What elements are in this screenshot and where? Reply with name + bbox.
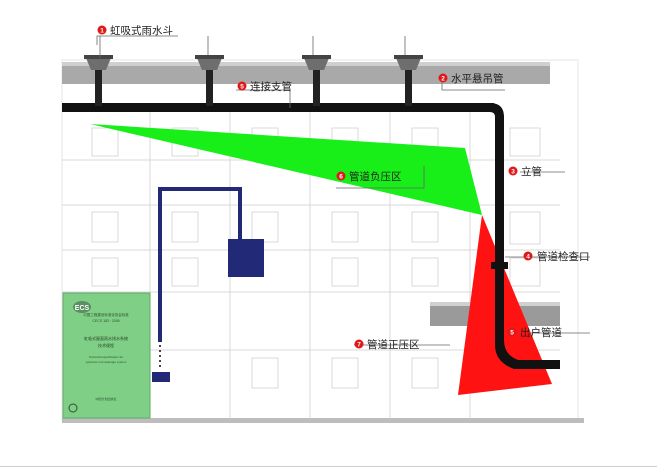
riser-pipe xyxy=(495,115,504,343)
positive-pressure-zone xyxy=(458,215,552,395)
book-title2: 技术规程 xyxy=(98,342,114,348)
svg-text:2: 2 xyxy=(441,75,445,82)
label-horizontal-pipe: 2 水平悬吊管 xyxy=(438,72,504,85)
label-connecting-branch: 5 连接支管 xyxy=(237,80,292,93)
connecting-branch-pipe xyxy=(405,68,412,106)
svg-text:连接支管: 连接支管 xyxy=(250,80,292,93)
tube-dotted-line xyxy=(159,345,161,367)
publisher-icon xyxy=(68,403,78,413)
standard-book-cover: ECS 中国工程建设标准化协会标准 CECS 183 : 2005 虹吸式屋面雨… xyxy=(62,292,151,419)
water-tank-tube xyxy=(152,187,264,382)
book-en2: syphonic roof drainage system xyxy=(86,360,127,364)
svg-text:6: 6 xyxy=(339,173,343,180)
label-positive-pressure-zone: 7 管道正压区 xyxy=(354,338,420,351)
svg-text:1: 1 xyxy=(100,27,104,34)
svg-text:5: 5 xyxy=(240,83,244,90)
inspection-port xyxy=(491,262,508,269)
svg-text:管道负压区: 管道负压区 xyxy=(349,170,402,183)
svg-text:4: 4 xyxy=(526,253,530,260)
book-publisher: 中国计划出版社 xyxy=(95,396,116,401)
leader-lines xyxy=(96,35,590,346)
page-divider xyxy=(0,466,657,467)
connecting-branch-pipe xyxy=(206,68,213,106)
floor-strip xyxy=(62,418,584,423)
top-elbow xyxy=(490,103,504,117)
label-negative-pressure-zone: 6 管道负压区 xyxy=(336,170,402,183)
label-riser: 3 立管 xyxy=(508,165,542,178)
book-en1: Technical specification for xyxy=(89,355,123,359)
book-line1: 中国工程建设标准化协会标准 xyxy=(83,312,129,317)
svg-text:管道检查口: 管道检查口 xyxy=(537,250,590,263)
siphonic-roof-drain xyxy=(302,55,331,70)
siphonic-roof-drain xyxy=(394,55,423,70)
svg-text:立管: 立管 xyxy=(521,165,542,178)
svg-text:出户管道: 出户管道 xyxy=(520,326,562,339)
siphonic-roof-drain xyxy=(195,55,224,70)
book-logo: ECS xyxy=(75,305,90,312)
svg-text:3: 3 xyxy=(511,168,515,175)
horizontal-suspended-pipe xyxy=(62,103,494,112)
outlet-pipe xyxy=(495,340,560,369)
roof-slab xyxy=(62,62,550,84)
negative-pressure-zone xyxy=(90,124,482,215)
book-title1: 虹吸式屋面雨水排水系统 xyxy=(84,335,128,341)
label-hongxi-roof-drain: 1 虹吸式雨水斗 xyxy=(97,24,173,37)
svg-text:5: 5 xyxy=(510,329,514,336)
svg-text:管道正压区: 管道正压区 xyxy=(367,338,420,351)
label-inspection-port: 4 管道检查口 xyxy=(523,250,590,263)
svg-text:7: 7 xyxy=(357,341,361,348)
book-logo-badge xyxy=(73,301,91,313)
connecting-branch-pipe xyxy=(313,68,320,106)
svg-text:虹吸式雨水斗: 虹吸式雨水斗 xyxy=(110,24,173,37)
siphonic-roof-drain xyxy=(84,55,113,70)
connecting-branch-pipe xyxy=(95,68,102,106)
book-code: CECS 183 : 2005 xyxy=(92,319,119,323)
roof-slab-top xyxy=(62,62,550,66)
label-outlet-pipe: 5 出户管道 xyxy=(507,326,562,339)
svg-text:水平悬吊管: 水平悬吊管 xyxy=(451,72,504,85)
